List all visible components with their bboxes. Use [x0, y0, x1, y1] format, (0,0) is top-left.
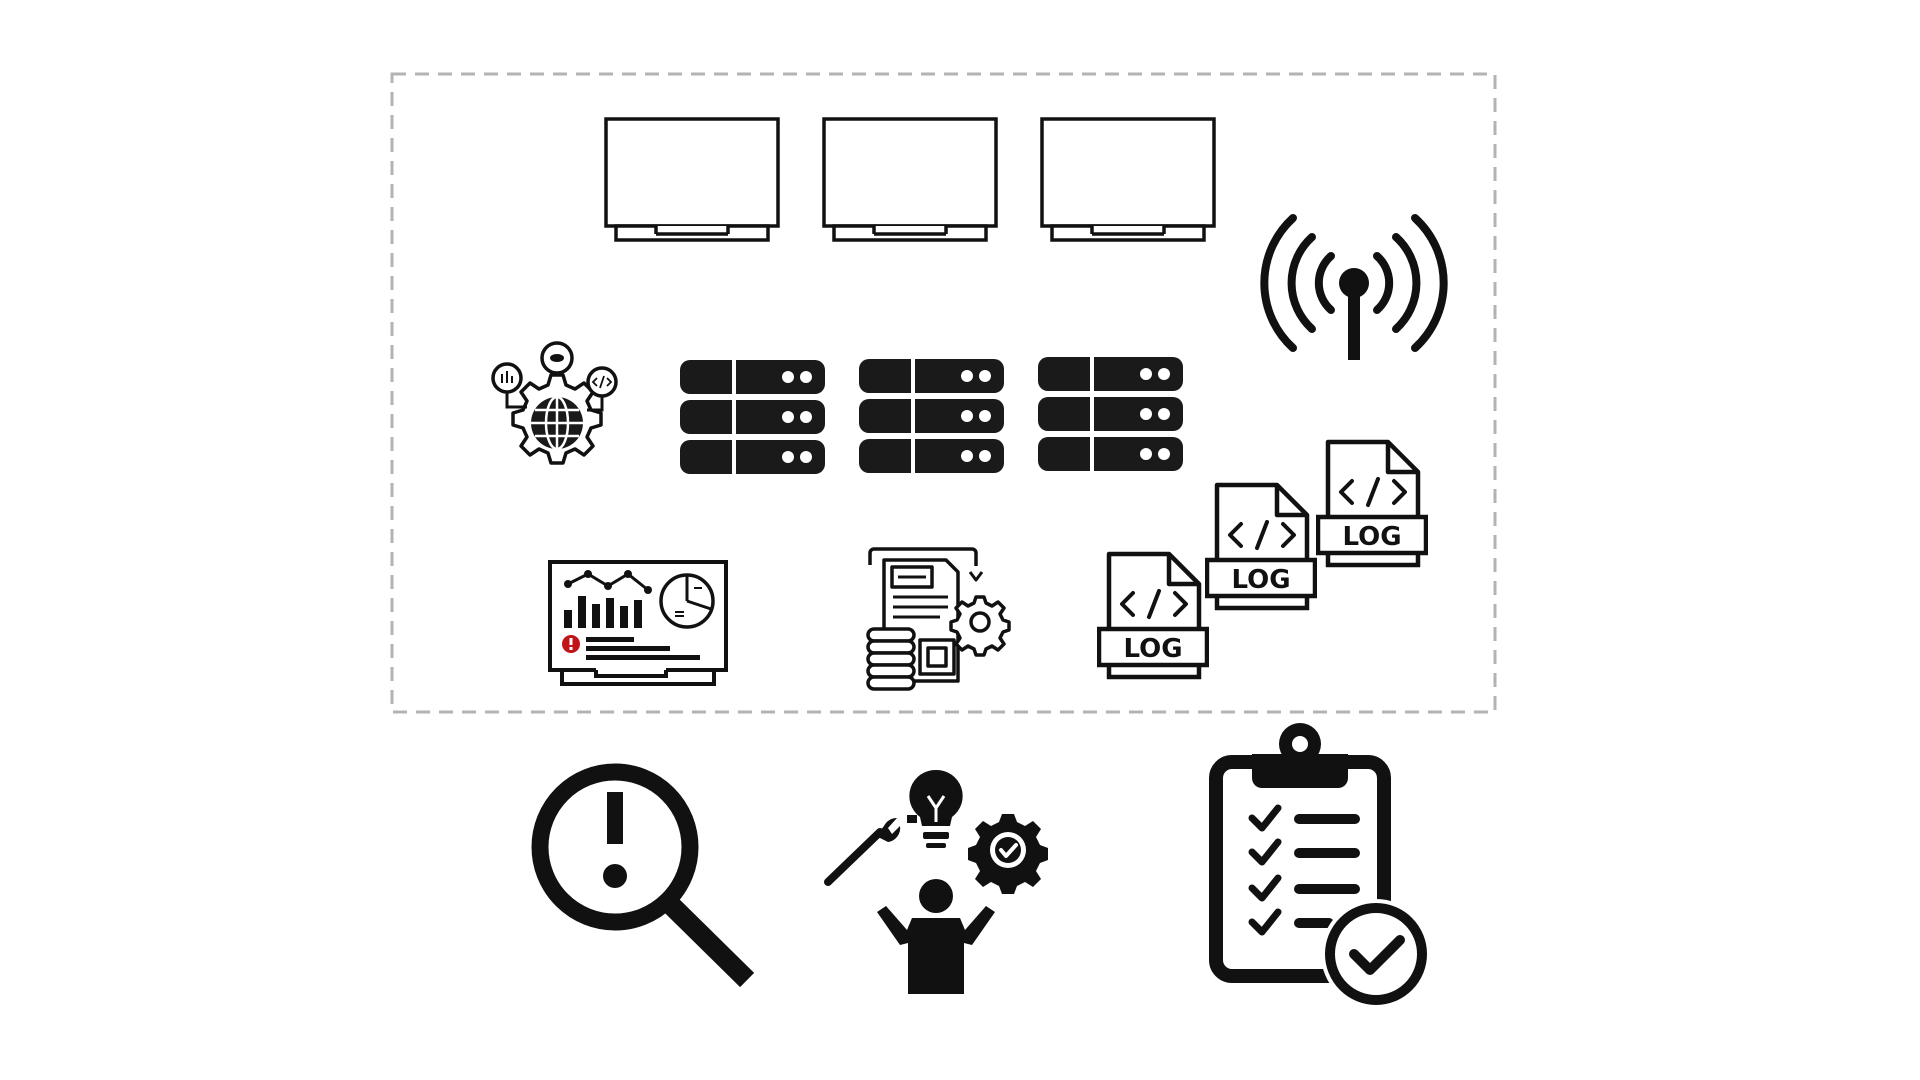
magnifier-alert-icon — [531, 763, 755, 988]
checklist-approved-icon — [1209, 723, 1431, 1009]
engineer-troubleshooting-icon — [824, 769, 1048, 994]
log-label: LOG — [1342, 522, 1401, 552]
data-processing-document-icon — [866, 547, 1011, 691]
monitor-icon — [1040, 117, 1216, 242]
monitor-icon — [822, 117, 998, 242]
log-label: LOG — [1231, 565, 1290, 595]
log-file-icon: LOG — [1207, 485, 1315, 610]
monitoring-dashboard-icon — [548, 560, 728, 686]
global-network-gear-icon — [491, 341, 618, 465]
log-file-icon: LOG — [1318, 442, 1426, 567]
wireless-antenna-icon — [1260, 214, 1448, 360]
log-label: LOG — [1123, 634, 1182, 664]
log-file-icon: LOG — [1099, 554, 1207, 679]
server-rack-icon — [859, 359, 1004, 473]
monitor-icon — [604, 117, 780, 242]
system-boundary — [390, 72, 1497, 714]
server-rack-icon — [1038, 357, 1183, 471]
server-rack-icon — [680, 360, 825, 474]
